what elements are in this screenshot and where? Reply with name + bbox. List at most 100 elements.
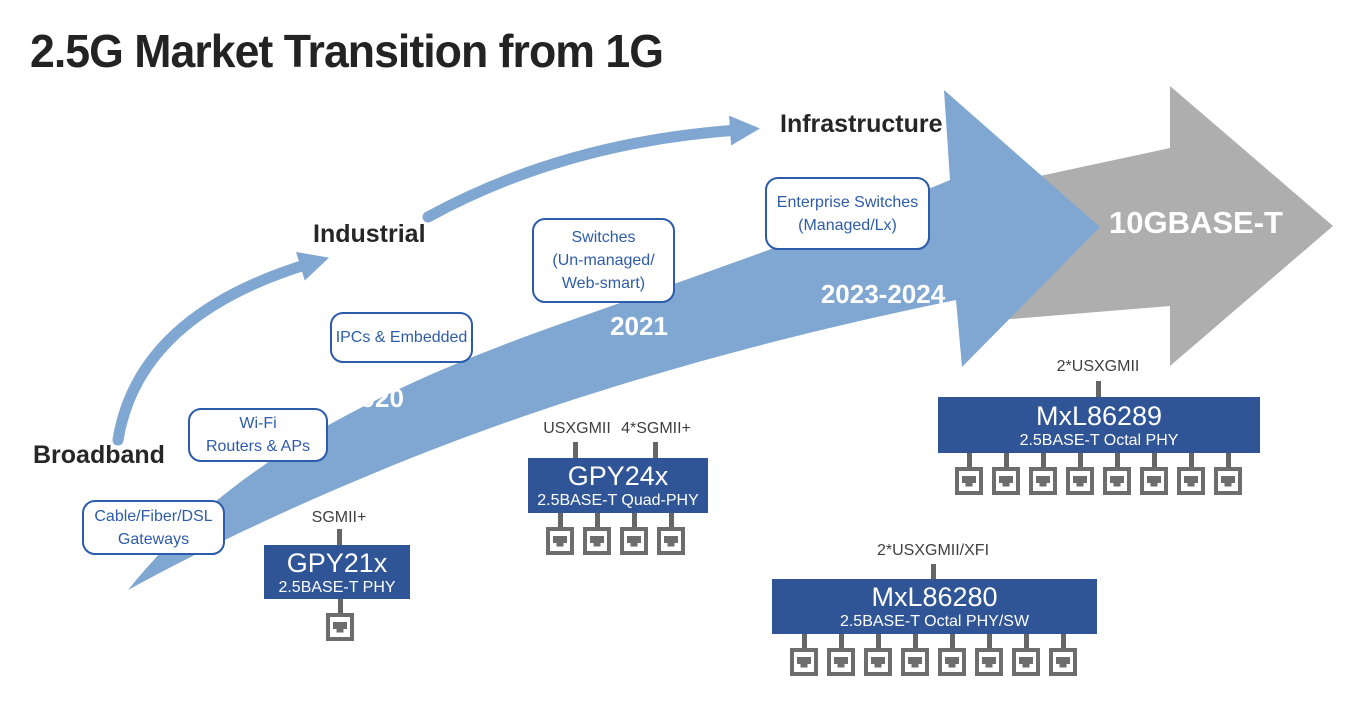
chip-gpy21x: GPY21x 2.5BASE-T PHY: [264, 545, 410, 599]
ethernet-port-icon: [1049, 648, 1077, 676]
ethernet-port: [1214, 453, 1242, 495]
ethernet-port-icon: [938, 648, 966, 676]
interface-connector-line: [337, 529, 342, 545]
ethernet-port: [1140, 453, 1168, 495]
destination-label-10gbaset: 10GBASE-T: [1109, 205, 1283, 240]
ethernet-port-icon: [1140, 467, 1168, 495]
chip-mxl86280: MxL86280 2.5BASE-T Octal PHY/SW: [772, 579, 1097, 634]
chip-name: MxL86280: [871, 582, 998, 612]
port-connector-line: [801, 634, 807, 648]
ethernet-port: [620, 513, 648, 555]
year-label-2021: 2021: [610, 311, 668, 341]
interface-label-sgmii: SGMII+: [311, 509, 367, 526]
interface-label-2usxgmii-xfi: 2*USXGMII/XFI: [876, 542, 990, 559]
category-line: IPCs & Embedded: [335, 329, 468, 346]
ethernet-port-icon: [790, 648, 818, 676]
category-line: (Un-managed/: [552, 252, 655, 269]
interface-label-4sgmii: 4*SGMII+: [621, 420, 691, 437]
ethernet-port: [657, 513, 685, 555]
chip-name: GPY24x: [567, 461, 669, 491]
ethernet-port-icon: [620, 527, 648, 555]
ethernet-port-icon: [1029, 467, 1057, 495]
blue-swoosh-arrow: [128, 90, 1100, 590]
year-label-2023-2024: 2023-2024: [820, 279, 946, 309]
port-connector-line: [1225, 453, 1231, 467]
ethernet-port: [975, 634, 1003, 676]
interface-connector-line: [573, 442, 578, 458]
gray-10gbase-arrow: [975, 86, 1333, 366]
ethernet-port-icon: [1066, 467, 1094, 495]
port-connector-line: [1003, 453, 1009, 467]
ethernet-port: [938, 634, 966, 676]
chip-description: 2.5BASE-T PHY: [278, 578, 396, 596]
chip-description: 2.5BASE-T Quad-PHY: [537, 492, 699, 509]
category-line: Cable/Fiber/DSL: [94, 507, 213, 525]
ethernet-port: [1066, 453, 1094, 495]
port-connector-line: [1151, 453, 1157, 467]
port-connector-line: [1077, 453, 1083, 467]
port-connector-line: [631, 513, 637, 527]
port-connector-line: [986, 634, 992, 648]
port-connector-line: [1188, 453, 1194, 467]
ethernet-port-icon: [901, 648, 929, 676]
port-connector-line: [838, 634, 844, 648]
interface-label-usxgmii: USXGMII: [543, 420, 611, 437]
stage-label-infrastructure: Infrastructure: [780, 110, 943, 138]
ethernet-port: [1049, 634, 1077, 676]
category-box-wifi-routers-aps: Wi-Fi Routers & APs: [188, 408, 328, 462]
stage-label-broadband: Broadband: [33, 441, 165, 469]
ethernet-port: [864, 634, 892, 676]
ethernet-port: [992, 453, 1020, 495]
ethernet-port: [955, 453, 983, 495]
ethernet-port-icon: [827, 648, 855, 676]
page-title: 2.5G Market Transition from 1G: [30, 25, 664, 77]
ethernet-port-icon: [326, 613, 354, 641]
port-connector-line: [912, 634, 918, 648]
port-row-mxl86280: [790, 634, 1077, 676]
ethernet-port-icon: [1012, 648, 1040, 676]
stage-label-industrial: Industrial: [313, 220, 426, 248]
port-row-mxl86289: [955, 453, 1242, 495]
year-label-2020: 2020: [346, 383, 404, 413]
category-line: Gateways: [117, 530, 190, 548]
ethernet-port-icon: [975, 648, 1003, 676]
category-line: Wi-Fi: [239, 415, 277, 432]
port-connector-line: [337, 599, 343, 613]
port-connector-line: [875, 634, 881, 648]
ethernet-port: [827, 634, 855, 676]
ethernet-port-icon: [1103, 467, 1131, 495]
category-box-ipcs-embedded: IPCs & Embedded: [330, 312, 473, 363]
port-connector-line: [1060, 634, 1066, 648]
category-line: (Managed/Lx): [798, 216, 897, 234]
port-connector-line: [966, 453, 972, 467]
port-row-gpy21x: [326, 599, 354, 641]
ethernet-port-icon: [657, 527, 685, 555]
category-box-cable-fiber-dsl-gateways: Cable/Fiber/DSL Gateways: [82, 500, 225, 555]
port-connector-line: [668, 513, 674, 527]
category-line: Routers & APs: [205, 438, 311, 455]
ethernet-port-icon: [992, 467, 1020, 495]
interface-connector-line: [653, 442, 658, 458]
port-connector-line: [949, 634, 955, 648]
curved-arrow-to-infrastructure: [422, 115, 760, 223]
chip-name: MxL86289: [1035, 400, 1163, 431]
chip-mxl86289: MxL86289 2.5BASE-T Octal PHY: [938, 397, 1260, 453]
port-connector-line: [1114, 453, 1120, 467]
ethernet-port-icon: [864, 648, 892, 676]
ethernet-port: [1177, 453, 1205, 495]
ethernet-port: [546, 513, 574, 555]
category-box-enterprise-switches: Enterprise Switches (Managed/Lx): [765, 177, 930, 250]
ethernet-port: [326, 599, 354, 641]
ethernet-port: [1012, 634, 1040, 676]
category-box-switches: Switches (Un-managed/ Web-smart): [532, 218, 675, 303]
ethernet-port-icon: [1177, 467, 1205, 495]
ethernet-port: [583, 513, 611, 555]
ethernet-port-icon: [1214, 467, 1242, 495]
chip-gpy24x: GPY24x 2.5BASE-T Quad-PHY: [528, 458, 708, 513]
ethernet-port: [1103, 453, 1131, 495]
port-row-gpy24x: [546, 513, 685, 555]
ethernet-port: [1029, 453, 1057, 495]
interface-connector-line: [931, 564, 936, 580]
